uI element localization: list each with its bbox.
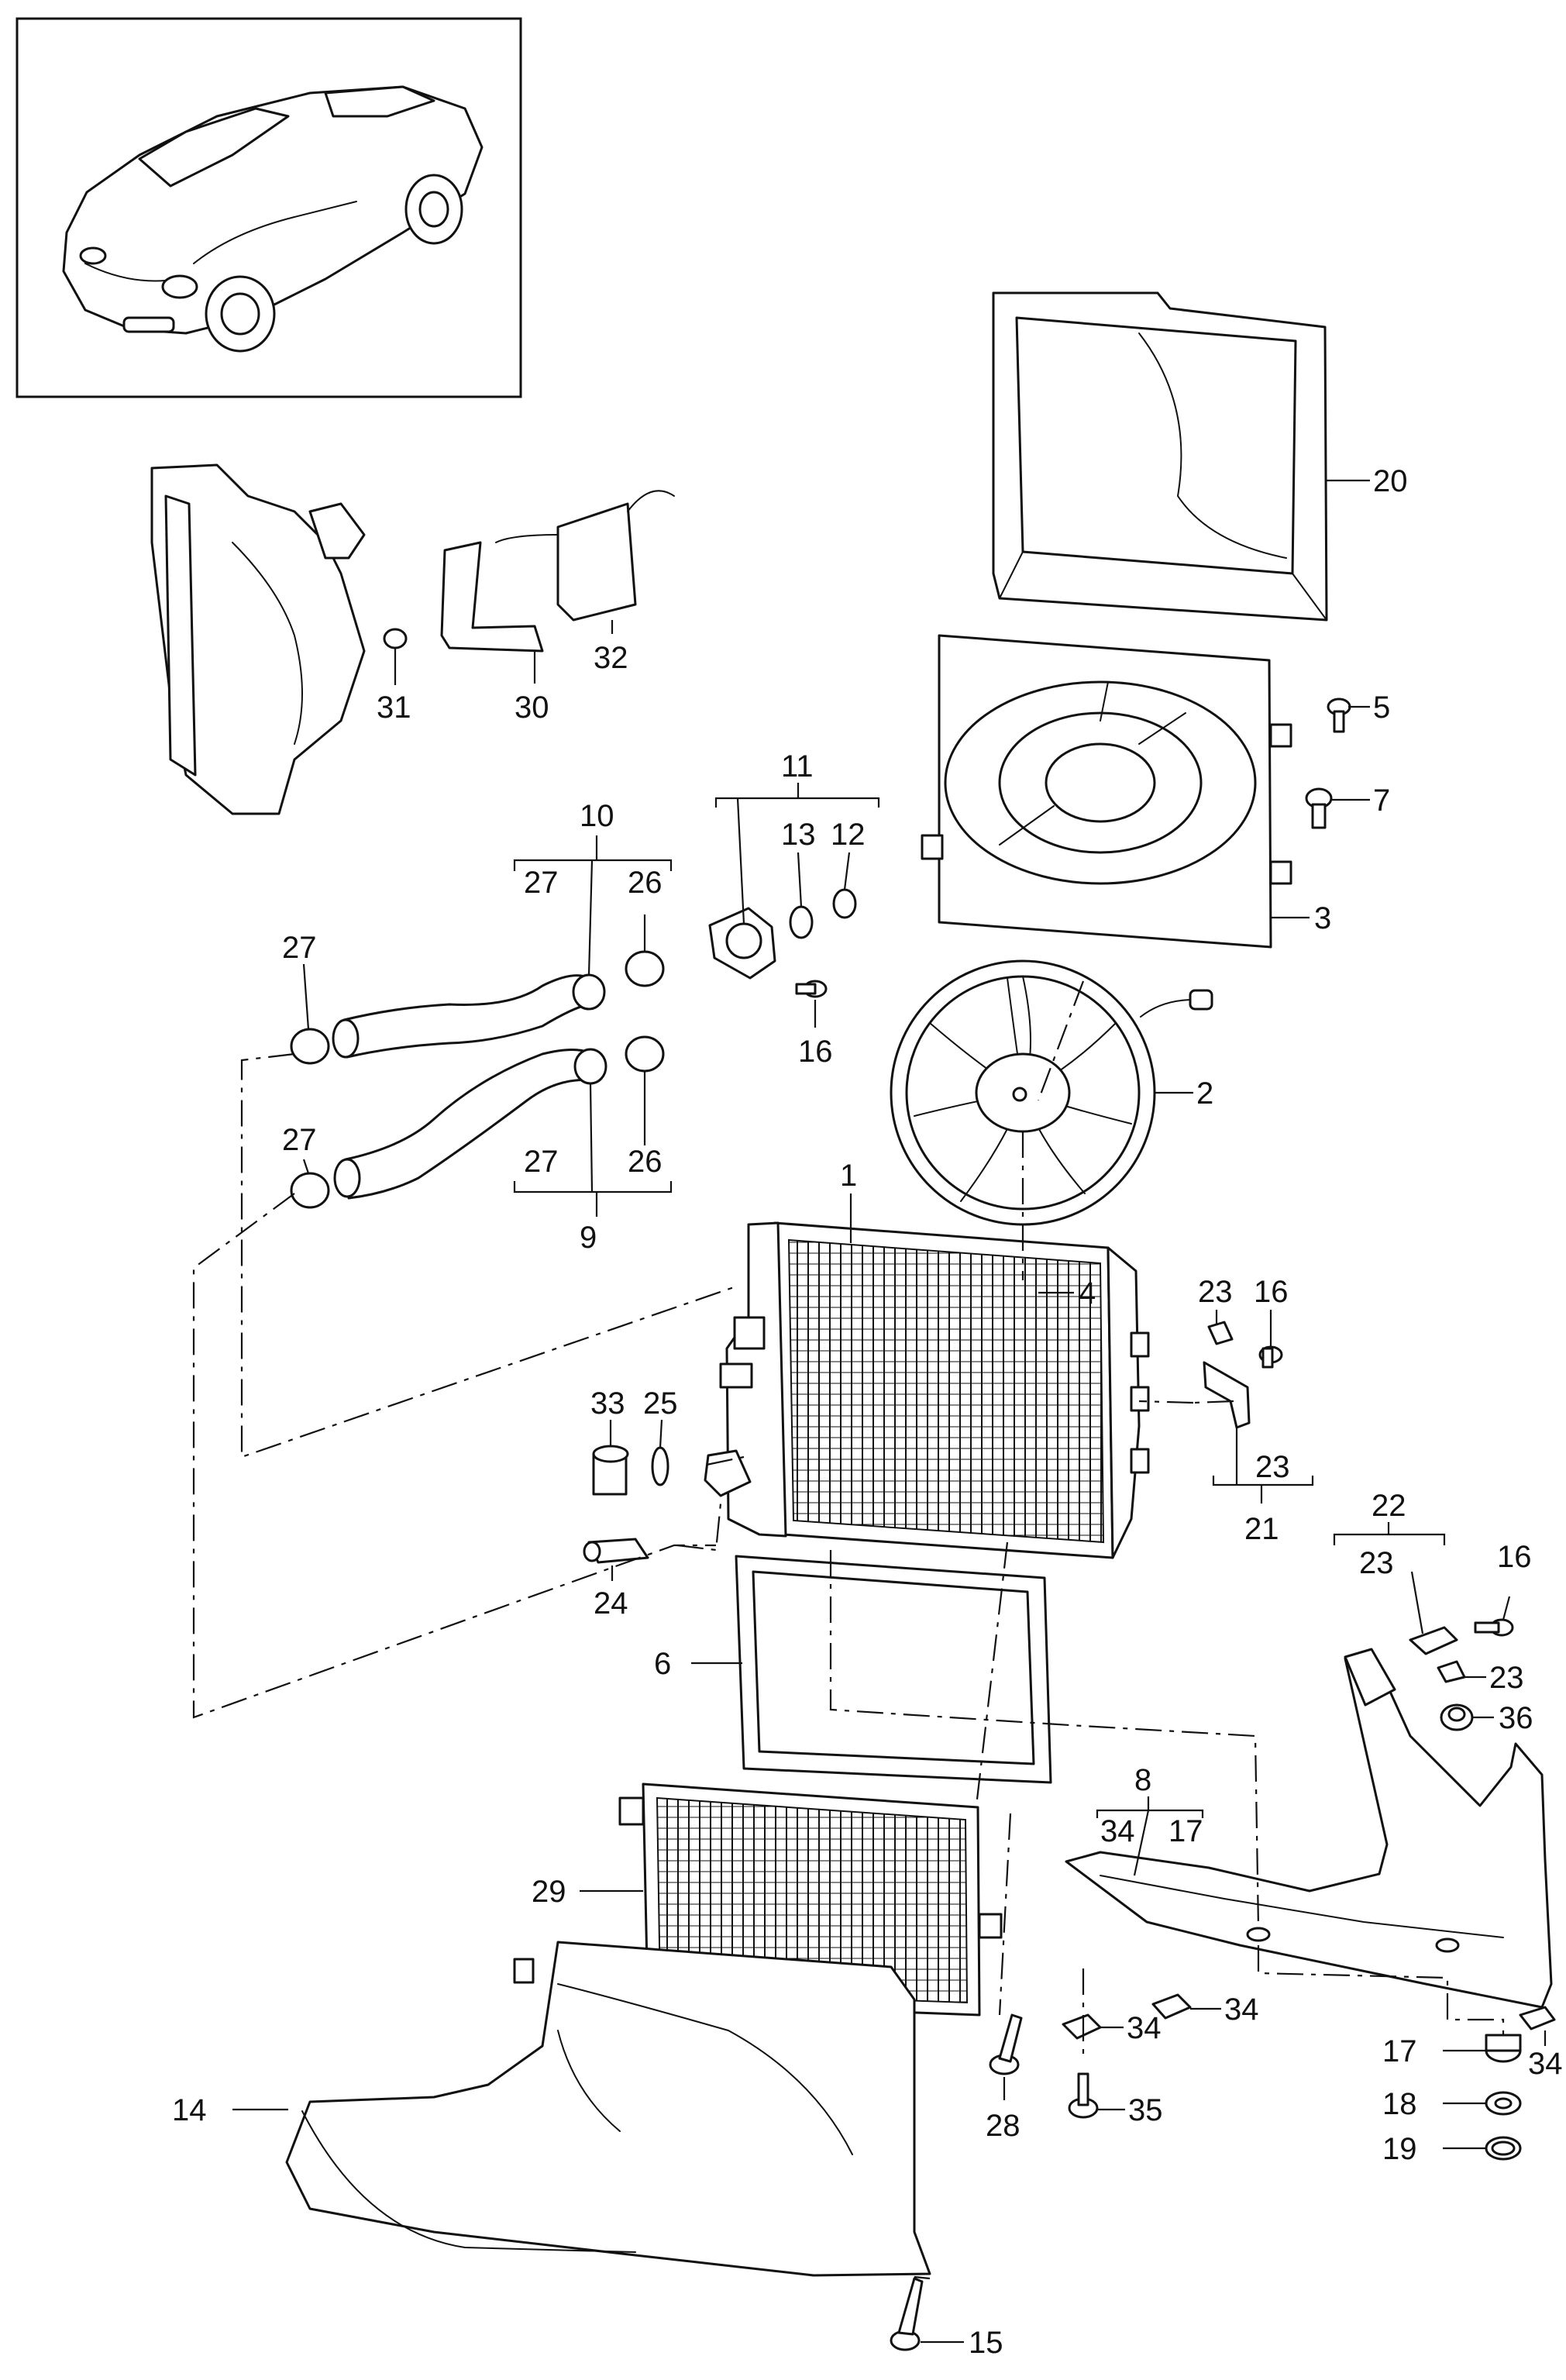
callout-6: 6 bbox=[654, 1647, 671, 1681]
part-33-sleeve bbox=[592, 1445, 629, 1496]
part-20-shroud bbox=[992, 291, 1328, 622]
callout-16-upper: 16 bbox=[1254, 1275, 1289, 1309]
part-3-fan-housing bbox=[921, 634, 1292, 949]
callout-17-group: 17 bbox=[1168, 1814, 1203, 1848]
callout-9: 9 bbox=[580, 1221, 597, 1255]
callout-14: 14 bbox=[172, 2093, 207, 2127]
part-7-screw bbox=[1305, 787, 1333, 829]
callout-33: 33 bbox=[590, 1386, 625, 1421]
callout-25: 25 bbox=[643, 1386, 678, 1421]
callout-8: 8 bbox=[1134, 1763, 1151, 1797]
part-22-clip bbox=[1409, 1618, 1514, 1683]
part-21-bracket bbox=[1203, 1321, 1283, 1429]
callout-16-flange: 16 bbox=[798, 1035, 833, 1069]
callout-17: 17 bbox=[1382, 2034, 1417, 2068]
part-27-clamp bbox=[290, 1028, 330, 1209]
callout-35: 35 bbox=[1128, 2093, 1163, 2127]
dash-connection-lines bbox=[192, 980, 1505, 2280]
callout-18: 18 bbox=[1382, 2087, 1417, 2121]
part-30-bracket bbox=[440, 541, 544, 653]
callout-12: 12 bbox=[831, 818, 866, 852]
part-31-nut bbox=[383, 628, 408, 649]
part-2-fan bbox=[890, 959, 1213, 1226]
callout-1: 1 bbox=[840, 1159, 857, 1193]
callout-24: 24 bbox=[594, 1586, 628, 1621]
callout-32: 32 bbox=[594, 641, 628, 675]
part-25-clamp bbox=[651, 1446, 669, 1486]
callout-21: 21 bbox=[1244, 1512, 1279, 1546]
vehicle-thumbnail bbox=[15, 17, 522, 398]
callout-22: 22 bbox=[1372, 1489, 1406, 1523]
part-14-air-duct bbox=[285, 1941, 931, 2277]
callout-2: 2 bbox=[1196, 1076, 1213, 1111]
callout-30: 30 bbox=[515, 691, 549, 725]
part-5-screw bbox=[1327, 697, 1351, 733]
callout-27-lower-group: 27 bbox=[524, 1145, 559, 1179]
callout-23-lower: 23 bbox=[1255, 1450, 1290, 1484]
callout-26-lower-group: 26 bbox=[628, 1145, 663, 1179]
part-36-nut bbox=[1440, 1703, 1474, 1731]
part-19-washer bbox=[1485, 2136, 1522, 2161]
leader-lines bbox=[232, 479, 1547, 2344]
part-18-washer bbox=[1485, 2091, 1522, 2116]
callout-34b: 34 bbox=[1224, 1993, 1259, 2027]
callout-15: 15 bbox=[969, 2326, 1003, 2360]
callout-11: 11 bbox=[781, 749, 814, 784]
part-9-hose bbox=[333, 1048, 607, 1200]
part-assembly-overview bbox=[150, 463, 366, 815]
callout-23-upper: 23 bbox=[1198, 1275, 1233, 1309]
callout-10: 10 bbox=[580, 799, 614, 833]
callout-labels: 20 5 7 3 2 4 1 6 29 14 15 28 35 34 34 34… bbox=[172, 464, 1563, 2360]
part-1-radiator bbox=[704, 1221, 1150, 1559]
callout-16-right: 16 bbox=[1497, 1540, 1532, 1574]
part-16-screw bbox=[795, 980, 828, 998]
callout-26-upper-group: 26 bbox=[628, 866, 663, 900]
callout-19: 19 bbox=[1382, 2132, 1417, 2166]
part-15-screw bbox=[890, 2277, 924, 2351]
part-28-screw bbox=[989, 2013, 1023, 2075]
callout-13: 13 bbox=[781, 818, 816, 852]
part-13-o-ring bbox=[789, 905, 814, 939]
callout-3: 3 bbox=[1314, 901, 1331, 935]
part-11-flange bbox=[708, 907, 776, 980]
part-6-seal-frame bbox=[735, 1555, 1052, 1784]
callout-23-right: 23 bbox=[1489, 1661, 1524, 1695]
callout-27-upper-group: 27 bbox=[524, 866, 559, 900]
callout-29: 29 bbox=[532, 1875, 566, 1909]
part-35-bolt bbox=[1068, 2072, 1099, 2119]
part-32-control-unit bbox=[495, 490, 675, 622]
part-8-bracket bbox=[1065, 1648, 1553, 2009]
callout-28: 28 bbox=[986, 2109, 1020, 2143]
callout-20: 20 bbox=[1373, 464, 1408, 498]
callout-4: 4 bbox=[1079, 1276, 1096, 1311]
part-34-clip bbox=[1062, 1993, 1556, 2040]
callout-27-b: 27 bbox=[282, 1123, 317, 1157]
callout-34-group: 34 bbox=[1100, 1814, 1135, 1848]
callout-36: 36 bbox=[1499, 1701, 1533, 1735]
callout-31: 31 bbox=[377, 691, 411, 725]
callout-7: 7 bbox=[1373, 784, 1390, 818]
part-12-o-ring bbox=[832, 888, 857, 919]
callout-27-a: 27 bbox=[282, 931, 317, 965]
callout-23-group: 23 bbox=[1359, 1546, 1394, 1580]
convertible-car-icon bbox=[62, 85, 484, 353]
callout-34c: 34 bbox=[1528, 2047, 1563, 2081]
callout-5: 5 bbox=[1373, 691, 1390, 725]
part-24-cap bbox=[583, 1538, 649, 1564]
callout-34: 34 bbox=[1127, 2011, 1162, 2045]
part-10-hose bbox=[332, 973, 606, 1059]
part-26-clamp bbox=[625, 950, 665, 1073]
part-17-grommet bbox=[1485, 2034, 1522, 2063]
